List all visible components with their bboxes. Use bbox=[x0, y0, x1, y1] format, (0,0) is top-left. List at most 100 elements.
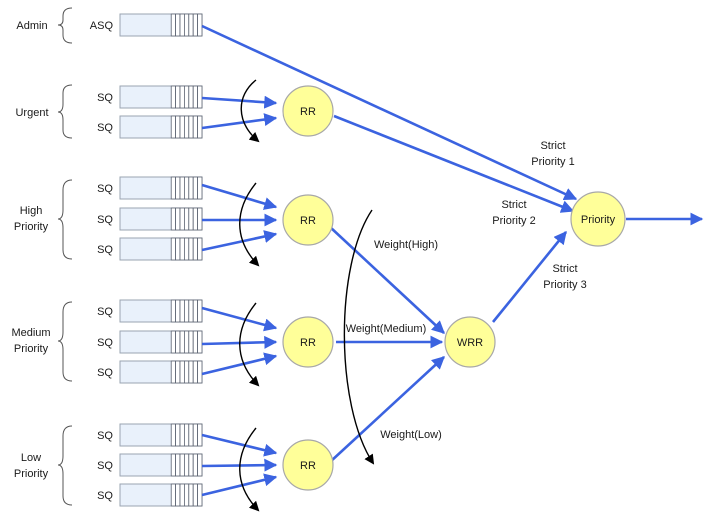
queue-low-sq-1: SQ bbox=[97, 423, 203, 447]
queue-label: SQ bbox=[97, 92, 113, 104]
queue-low-sq-3: SQ bbox=[97, 483, 203, 507]
queue-slot bbox=[175, 330, 181, 354]
flow-asq-to-priority bbox=[201, 24, 578, 201]
queue-slot bbox=[183, 483, 190, 507]
group-medium: Medium Priority bbox=[11, 301, 73, 382]
priority-node-circle bbox=[570, 191, 626, 247]
group-admin: Admin bbox=[16, 7, 73, 44]
rr-node-label: RR bbox=[300, 106, 316, 118]
queue-slot bbox=[188, 237, 194, 261]
rr-node-circle bbox=[282, 194, 334, 246]
queue-slot bbox=[192, 176, 198, 200]
rr-node-urgent: RR bbox=[282, 85, 334, 137]
wrr-node: WRR bbox=[444, 316, 496, 368]
queue-slot bbox=[192, 360, 198, 384]
flow-medium-sq2-to-rr bbox=[201, 335, 278, 349]
queue-label: SQ bbox=[97, 337, 113, 349]
queue-slot bbox=[197, 423, 203, 447]
flow-low-sq3-to-rr bbox=[201, 473, 278, 497]
rr-node-circle bbox=[282, 85, 334, 137]
queue-label: SQ bbox=[97, 490, 113, 502]
queue-slot bbox=[170, 423, 176, 447]
group-label-medium-line2: Priority bbox=[14, 343, 49, 355]
group-low: Low Priority bbox=[14, 425, 73, 506]
queue-slot bbox=[179, 330, 185, 354]
queue-slot bbox=[183, 423, 190, 447]
queue-slot bbox=[175, 237, 181, 261]
wrr-node-circle bbox=[444, 316, 496, 368]
queue-slot bbox=[188, 360, 194, 384]
queue-slot bbox=[170, 176, 176, 200]
rr-node-label: RR bbox=[300, 460, 316, 472]
queue-slot bbox=[183, 237, 190, 261]
queue-slot bbox=[170, 237, 176, 261]
queue-slot bbox=[188, 453, 194, 477]
queue-slot bbox=[179, 237, 185, 261]
group-label-low-line2: Priority bbox=[14, 468, 49, 480]
queue-label: SQ bbox=[97, 306, 113, 318]
queue-slot bbox=[197, 13, 203, 37]
queue-slot bbox=[188, 85, 194, 109]
queue-slot bbox=[175, 176, 181, 200]
edge-label-strict-priority-3-line1: Strict bbox=[552, 263, 577, 275]
flow-urgent-rr-to-priority bbox=[333, 114, 575, 213]
edge-label-strict-priority-2-line1: Strict bbox=[501, 199, 526, 211]
queue-slot bbox=[197, 85, 203, 109]
brace-admin bbox=[57, 7, 73, 44]
edge-label-weight-medium: Weight(Medium) bbox=[346, 323, 427, 335]
queue-slot bbox=[188, 423, 194, 447]
flow-low-rr-to-wrr bbox=[329, 356, 445, 463]
rotation-arrow-urgent bbox=[240, 79, 260, 143]
queue-medium-sq-3: SQ bbox=[97, 360, 203, 384]
rr-node-medium: RR bbox=[282, 316, 334, 368]
flow-urgent-sq1-to-rr bbox=[201, 95, 278, 109]
queue-layer: ASQ SQ SQ SQ SQ SQ SQ SQ SQ SQ SQ SQ bbox=[90, 13, 203, 507]
queue-label: ASQ bbox=[90, 20, 114, 32]
queue-slot bbox=[170, 360, 176, 384]
queue-slot bbox=[179, 176, 185, 200]
rr-node-low: RR bbox=[282, 439, 334, 491]
queue-high-sq-2: SQ bbox=[97, 207, 203, 231]
queue-urgent-sq-2: SQ bbox=[97, 115, 203, 139]
queue-high-sq-3: SQ bbox=[97, 237, 203, 261]
queue-label: SQ bbox=[97, 122, 113, 134]
queue-slot bbox=[188, 207, 194, 231]
queue-slot bbox=[175, 453, 181, 477]
queue-slot bbox=[197, 176, 203, 200]
queue-slot bbox=[192, 207, 198, 231]
flow-medium-sq3-to-rr bbox=[201, 352, 278, 376]
rotation-layer bbox=[239, 79, 375, 512]
queue-low-sq-2: SQ bbox=[97, 453, 203, 477]
queue-slot bbox=[188, 176, 194, 200]
queue-slot bbox=[175, 423, 181, 447]
edge-label-strict-priority-1-line2: Priority 1 bbox=[531, 156, 574, 168]
queue-slot bbox=[175, 483, 181, 507]
queue-slot bbox=[192, 453, 198, 477]
queue-slot bbox=[175, 13, 181, 37]
wrr-node-label: WRR bbox=[457, 337, 483, 349]
queue-slot bbox=[183, 453, 190, 477]
group-label-high-line2: Priority bbox=[14, 221, 49, 233]
rr-node-circle bbox=[282, 439, 334, 491]
flow-low-sq2-to-rr bbox=[201, 458, 278, 472]
flow-high-sq1-to-rr bbox=[201, 183, 278, 210]
queue-slot bbox=[179, 299, 185, 323]
queue-slot bbox=[197, 360, 203, 384]
rotation-arrow-high bbox=[239, 182, 260, 267]
queue-slot bbox=[183, 115, 190, 139]
queue-high-sq-1: SQ bbox=[97, 176, 203, 200]
queue-label: SQ bbox=[97, 214, 113, 226]
queue-label: SQ bbox=[97, 244, 113, 256]
queue-slot bbox=[197, 115, 203, 139]
queue-slot bbox=[183, 85, 190, 109]
queue-slot bbox=[175, 360, 181, 384]
queue-slot bbox=[197, 330, 203, 354]
queue-label: SQ bbox=[97, 460, 113, 472]
queue-slot bbox=[179, 423, 185, 447]
group-label-high-line1: High bbox=[20, 205, 43, 217]
queue-slot bbox=[197, 453, 203, 477]
queue-slot bbox=[170, 13, 176, 37]
queue-slot bbox=[192, 330, 198, 354]
rotation-arrow-medium bbox=[239, 302, 260, 387]
queue-label: SQ bbox=[97, 367, 113, 379]
